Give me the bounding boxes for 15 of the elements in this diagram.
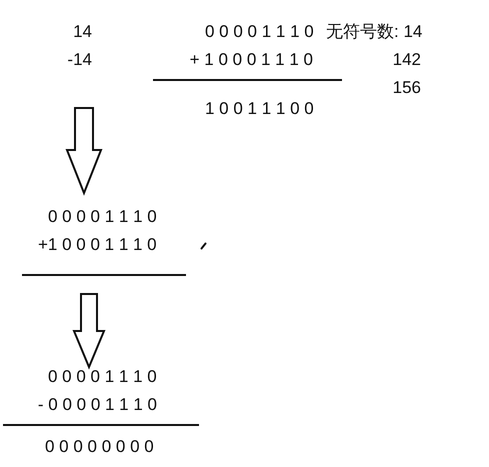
unsigned-value-text: 无符号数: 14 — [326, 22, 422, 42]
decimal-number: 14 — [73, 22, 92, 42]
binary-number: 0 0 0 0 1 1 1 0 — [205, 22, 314, 42]
binary-number: +1 0 0 0 1 1 1 0 — [38, 235, 157, 255]
binary-number: 0 0 0 0 1 1 1 0 — [48, 207, 157, 227]
decimal-number: 156 — [392, 78, 421, 98]
binary-number: - 0 0 0 0 1 1 1 0 — [38, 395, 157, 415]
binary-number: + 1 0 0 0 1 1 1 0 — [190, 50, 313, 70]
decimal-number: -14 — [67, 50, 92, 70]
decimal-number: 142 — [392, 50, 421, 70]
binary-number: 0 0 0 0 0 0 0 0 — [45, 437, 154, 457]
binary-number: 1 0 0 1 1 1 0 0 — [205, 99, 314, 119]
arrow — [72, 293, 106, 370]
binary-number: 0 0 0 0 1 1 1 0 — [48, 367, 157, 387]
arrow — [66, 107, 102, 196]
